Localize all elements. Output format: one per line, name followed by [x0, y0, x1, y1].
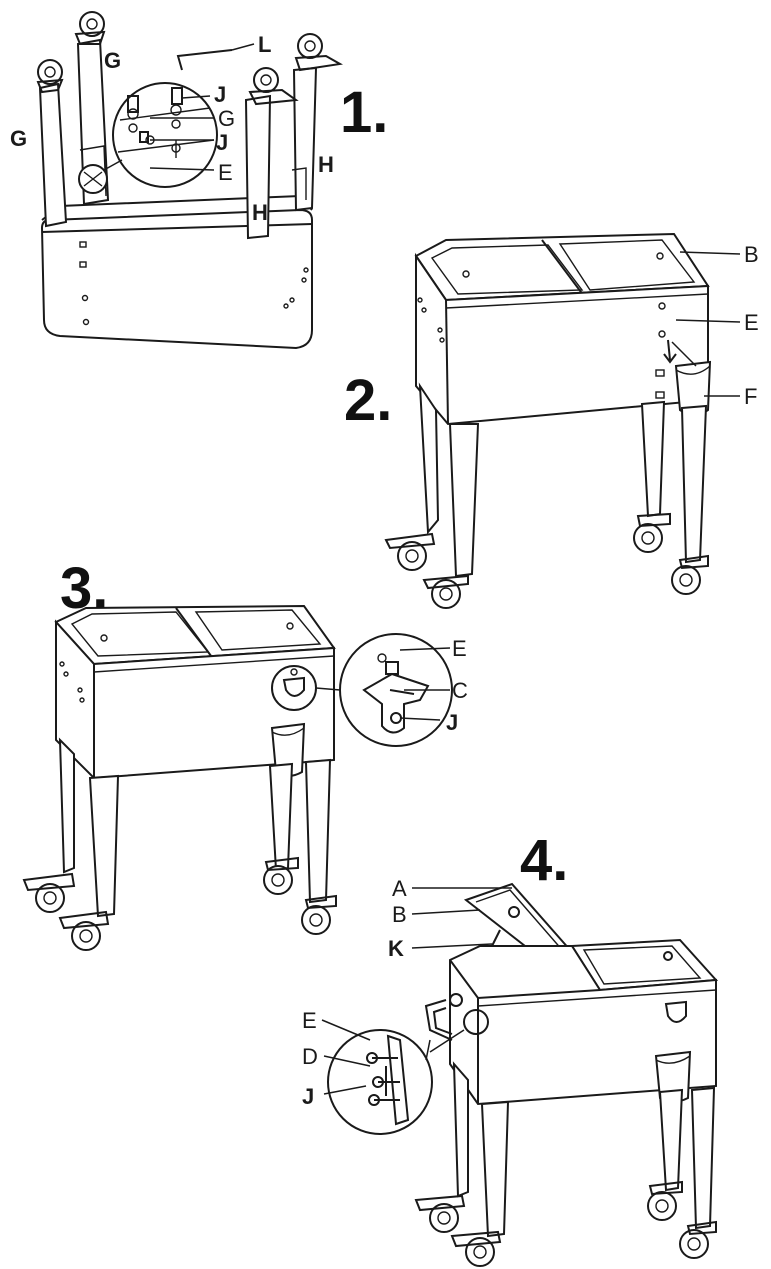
label-part-G-left: G: [10, 126, 27, 151]
bottle-opener-small-magnifier: [271, 665, 317, 711]
step-3-cart-with-bottle-opener: [22, 604, 453, 951]
caster-wheel-1: [36, 59, 64, 94]
allen-key: [176, 49, 233, 71]
label-part-A: A: [392, 876, 407, 901]
label-part-B-step4: B: [392, 902, 407, 927]
caster-wheel-s3-3: [263, 856, 299, 895]
label-part-J-step3: J: [446, 710, 458, 735]
caster-wheel-s4-3: [647, 1180, 683, 1221]
label-part-H-center: H: [252, 200, 268, 225]
label-part-E-step1: E: [218, 160, 233, 185]
caster-wheel-3: [248, 67, 299, 106]
caster-wheel-s4-2: [450, 1230, 502, 1267]
label-part-G-detail: G: [218, 106, 235, 131]
label-part-L: L: [258, 32, 271, 57]
handle-detail-magnifier: [327, 1029, 433, 1135]
label-part-D: D: [302, 1044, 318, 1069]
step-number-4: 4.: [520, 828, 568, 893]
label-part-E-step3: E: [452, 636, 467, 661]
label-part-B-step2: B: [744, 242, 759, 267]
caster-wheel-front-right: [671, 554, 709, 595]
step-1-cart-upside-down: [36, 11, 343, 350]
caster-wheel-back-left: [384, 532, 436, 571]
label-part-J-detail: J: [216, 130, 228, 155]
step-number-2: 2.: [344, 368, 392, 433]
label-part-H-right: H: [318, 152, 334, 177]
label-part-F: F: [744, 384, 757, 409]
detail-leg-bolt-magnifier: [112, 82, 218, 188]
label-part-C: C: [452, 678, 468, 703]
caster-wheel-s3-2: [58, 910, 110, 951]
label-part-J-top: J: [214, 82, 226, 107]
label-part-G-top: G: [104, 48, 121, 73]
step-number-3: 3.: [60, 556, 108, 621]
step-2-cart-upright-with-bottle-holder: [384, 232, 741, 609]
caster-wheel-front-left: [422, 574, 469, 609]
bottle-opener-detail-magnifier: [339, 633, 453, 747]
caster-wheel-4: [294, 33, 343, 72]
label-part-K: K: [388, 936, 404, 961]
caster-wheel-back-right: [633, 512, 671, 553]
step-number-1: 1.: [340, 80, 388, 145]
caster-wheel-s4-4: [679, 1220, 717, 1259]
caster-wheel-s4-1: [414, 1194, 466, 1233]
label-part-J-step4: J: [302, 1084, 314, 1109]
caster-wheel-s3-4: [301, 894, 337, 935]
detail-leg-base-small-magnifier: [78, 164, 108, 194]
caster-wheel-2: [74, 11, 106, 45]
label-part-E-step4: E: [302, 1008, 317, 1033]
caster-wheel-s3-1: [22, 872, 76, 913]
step-4-cart-with-lid-and-handle: [321, 882, 719, 1267]
label-part-E-step2: E: [744, 310, 759, 335]
